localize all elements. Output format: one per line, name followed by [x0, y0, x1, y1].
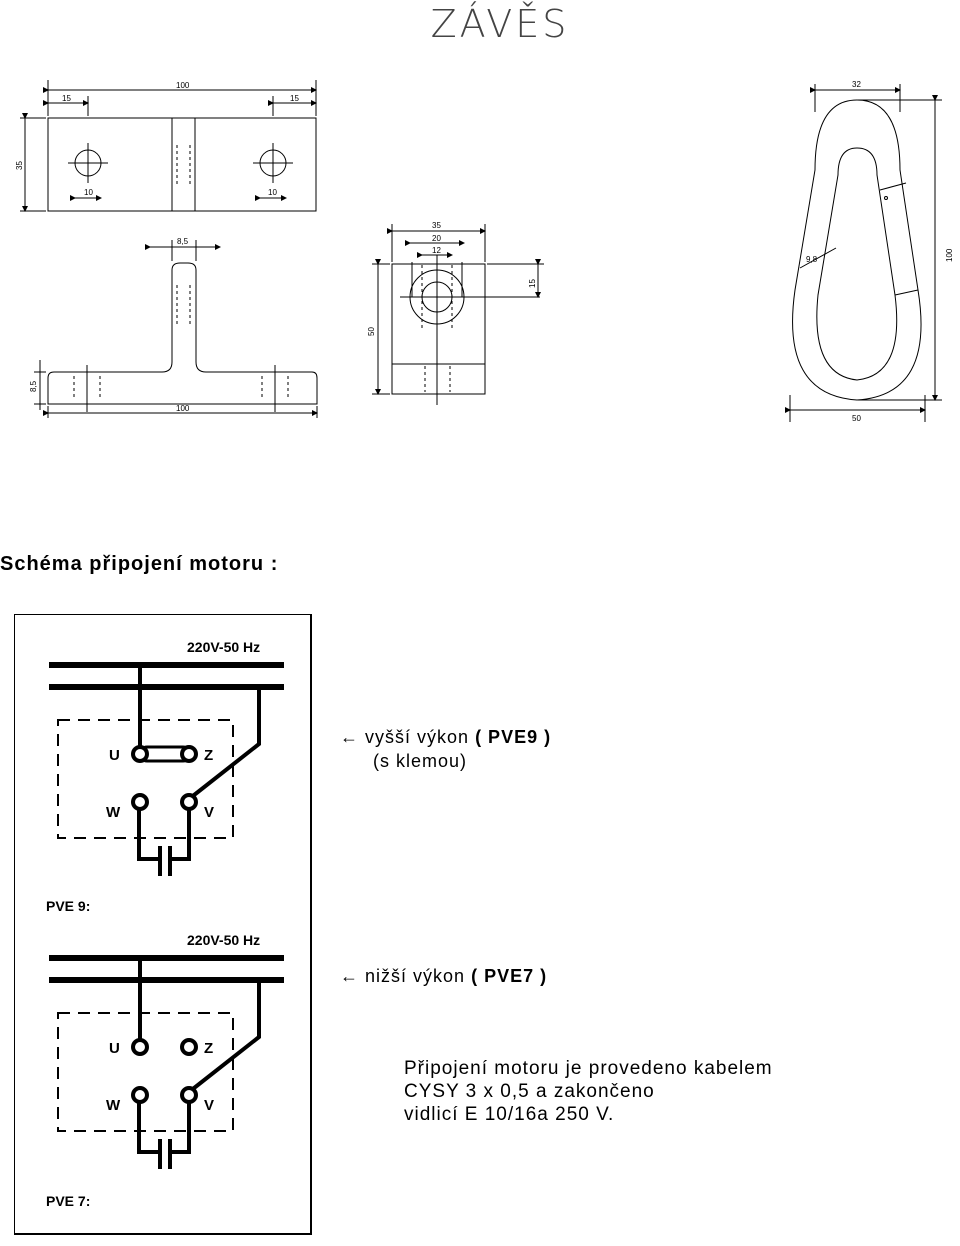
dim-k-32: 32	[852, 80, 861, 89]
desc-line-2: CYSY 3 x 0,5 a zakončeno	[404, 1081, 655, 1102]
voltage-top: 220V-50 Hz	[187, 639, 260, 655]
label-w-bottom: W	[106, 1097, 121, 1114]
carabiner-outer	[792, 99, 922, 401]
terminal-v	[180, 793, 198, 811]
circuit-diagram: 220V-50 Hz 220V-50 Hz PVE 9: PVE 7: U Z …	[14, 614, 312, 1235]
voltage-bottom: 220V-50 Hz	[187, 932, 260, 948]
label-w-top: W	[106, 804, 121, 821]
dim-hole-10b: 10	[268, 188, 277, 197]
arrow-left-icon: ←	[340, 966, 359, 986]
dim-s-15: 15	[528, 279, 537, 288]
label-z-top: Z	[204, 747, 213, 764]
plate-outline	[47, 117, 317, 212]
note-high-model: ( PVE9 )	[475, 727, 552, 747]
t-profile	[47, 262, 318, 405]
dim-s-20: 20	[432, 234, 441, 243]
side-block	[391, 263, 486, 395]
dim-t-100: 100	[176, 404, 190, 413]
note-low-power: ← nižší výkon ( PVE7 )	[340, 966, 547, 987]
note-low-text: nižší výkon	[365, 966, 466, 986]
page-title: ZÁVĚS	[430, 2, 570, 46]
label-v-top: V	[204, 804, 214, 821]
label-u-bottom: U	[109, 1040, 120, 1057]
dim-k-100: 100	[945, 248, 954, 262]
terminal-z	[180, 745, 198, 763]
cable-description: Připojení motoru je provedeno kabelem CY…	[404, 1057, 773, 1126]
dim-hole-10a: 10	[84, 188, 93, 197]
label-v-bottom: V	[204, 1097, 214, 1114]
note-high-text: vyšší výkon	[365, 727, 470, 747]
terminal-z-b	[180, 1038, 198, 1056]
terminal-w	[131, 793, 149, 811]
desc-line-3: vidlicí E 10/16a 250 V.	[404, 1104, 615, 1125]
terminal-u	[131, 745, 149, 763]
dim-k-98: 9,8	[806, 255, 818, 264]
label-pve7: PVE 7:	[46, 1193, 90, 1209]
technical-drawing: 100 15 15 35 10 10 8,5 8,5 100 35 20 12 …	[15, 80, 954, 423]
dim-top-100: 100	[176, 81, 190, 90]
circuit-frame	[14, 614, 312, 1235]
note-low-model: ( PVE7 )	[471, 966, 548, 986]
arrow-left-icon: ←	[340, 727, 359, 747]
dim-s-35: 35	[432, 221, 441, 230]
dim-h-35: 35	[15, 161, 24, 170]
terminal-w-b	[131, 1086, 149, 1104]
dim-t-side-85: 8,5	[29, 380, 38, 392]
dim-k-50: 50	[852, 414, 861, 423]
schema-heading: Schéma připojení motoru :	[0, 553, 279, 575]
dim-t-85: 8,5	[177, 237, 189, 246]
carabiner-inner	[816, 147, 898, 381]
label-pve9: PVE 9:	[46, 898, 90, 914]
dim-s-50: 50	[367, 327, 376, 336]
terminal-u-b	[131, 1038, 149, 1056]
terminal-v-b	[180, 1086, 198, 1104]
note-high-sub: (s klemou)	[373, 751, 468, 771]
dim-top-15a: 15	[62, 94, 71, 103]
note-high-power: ← vyšší výkon ( PVE9 )	[340, 727, 551, 748]
dim-s-12: 12	[432, 246, 441, 255]
label-z-bottom: Z	[204, 1040, 213, 1057]
label-u-top: U	[109, 747, 120, 764]
desc-line-1: Připojení motoru je provedeno kabelem	[404, 1058, 773, 1079]
dim-top-15b: 15	[290, 94, 299, 103]
